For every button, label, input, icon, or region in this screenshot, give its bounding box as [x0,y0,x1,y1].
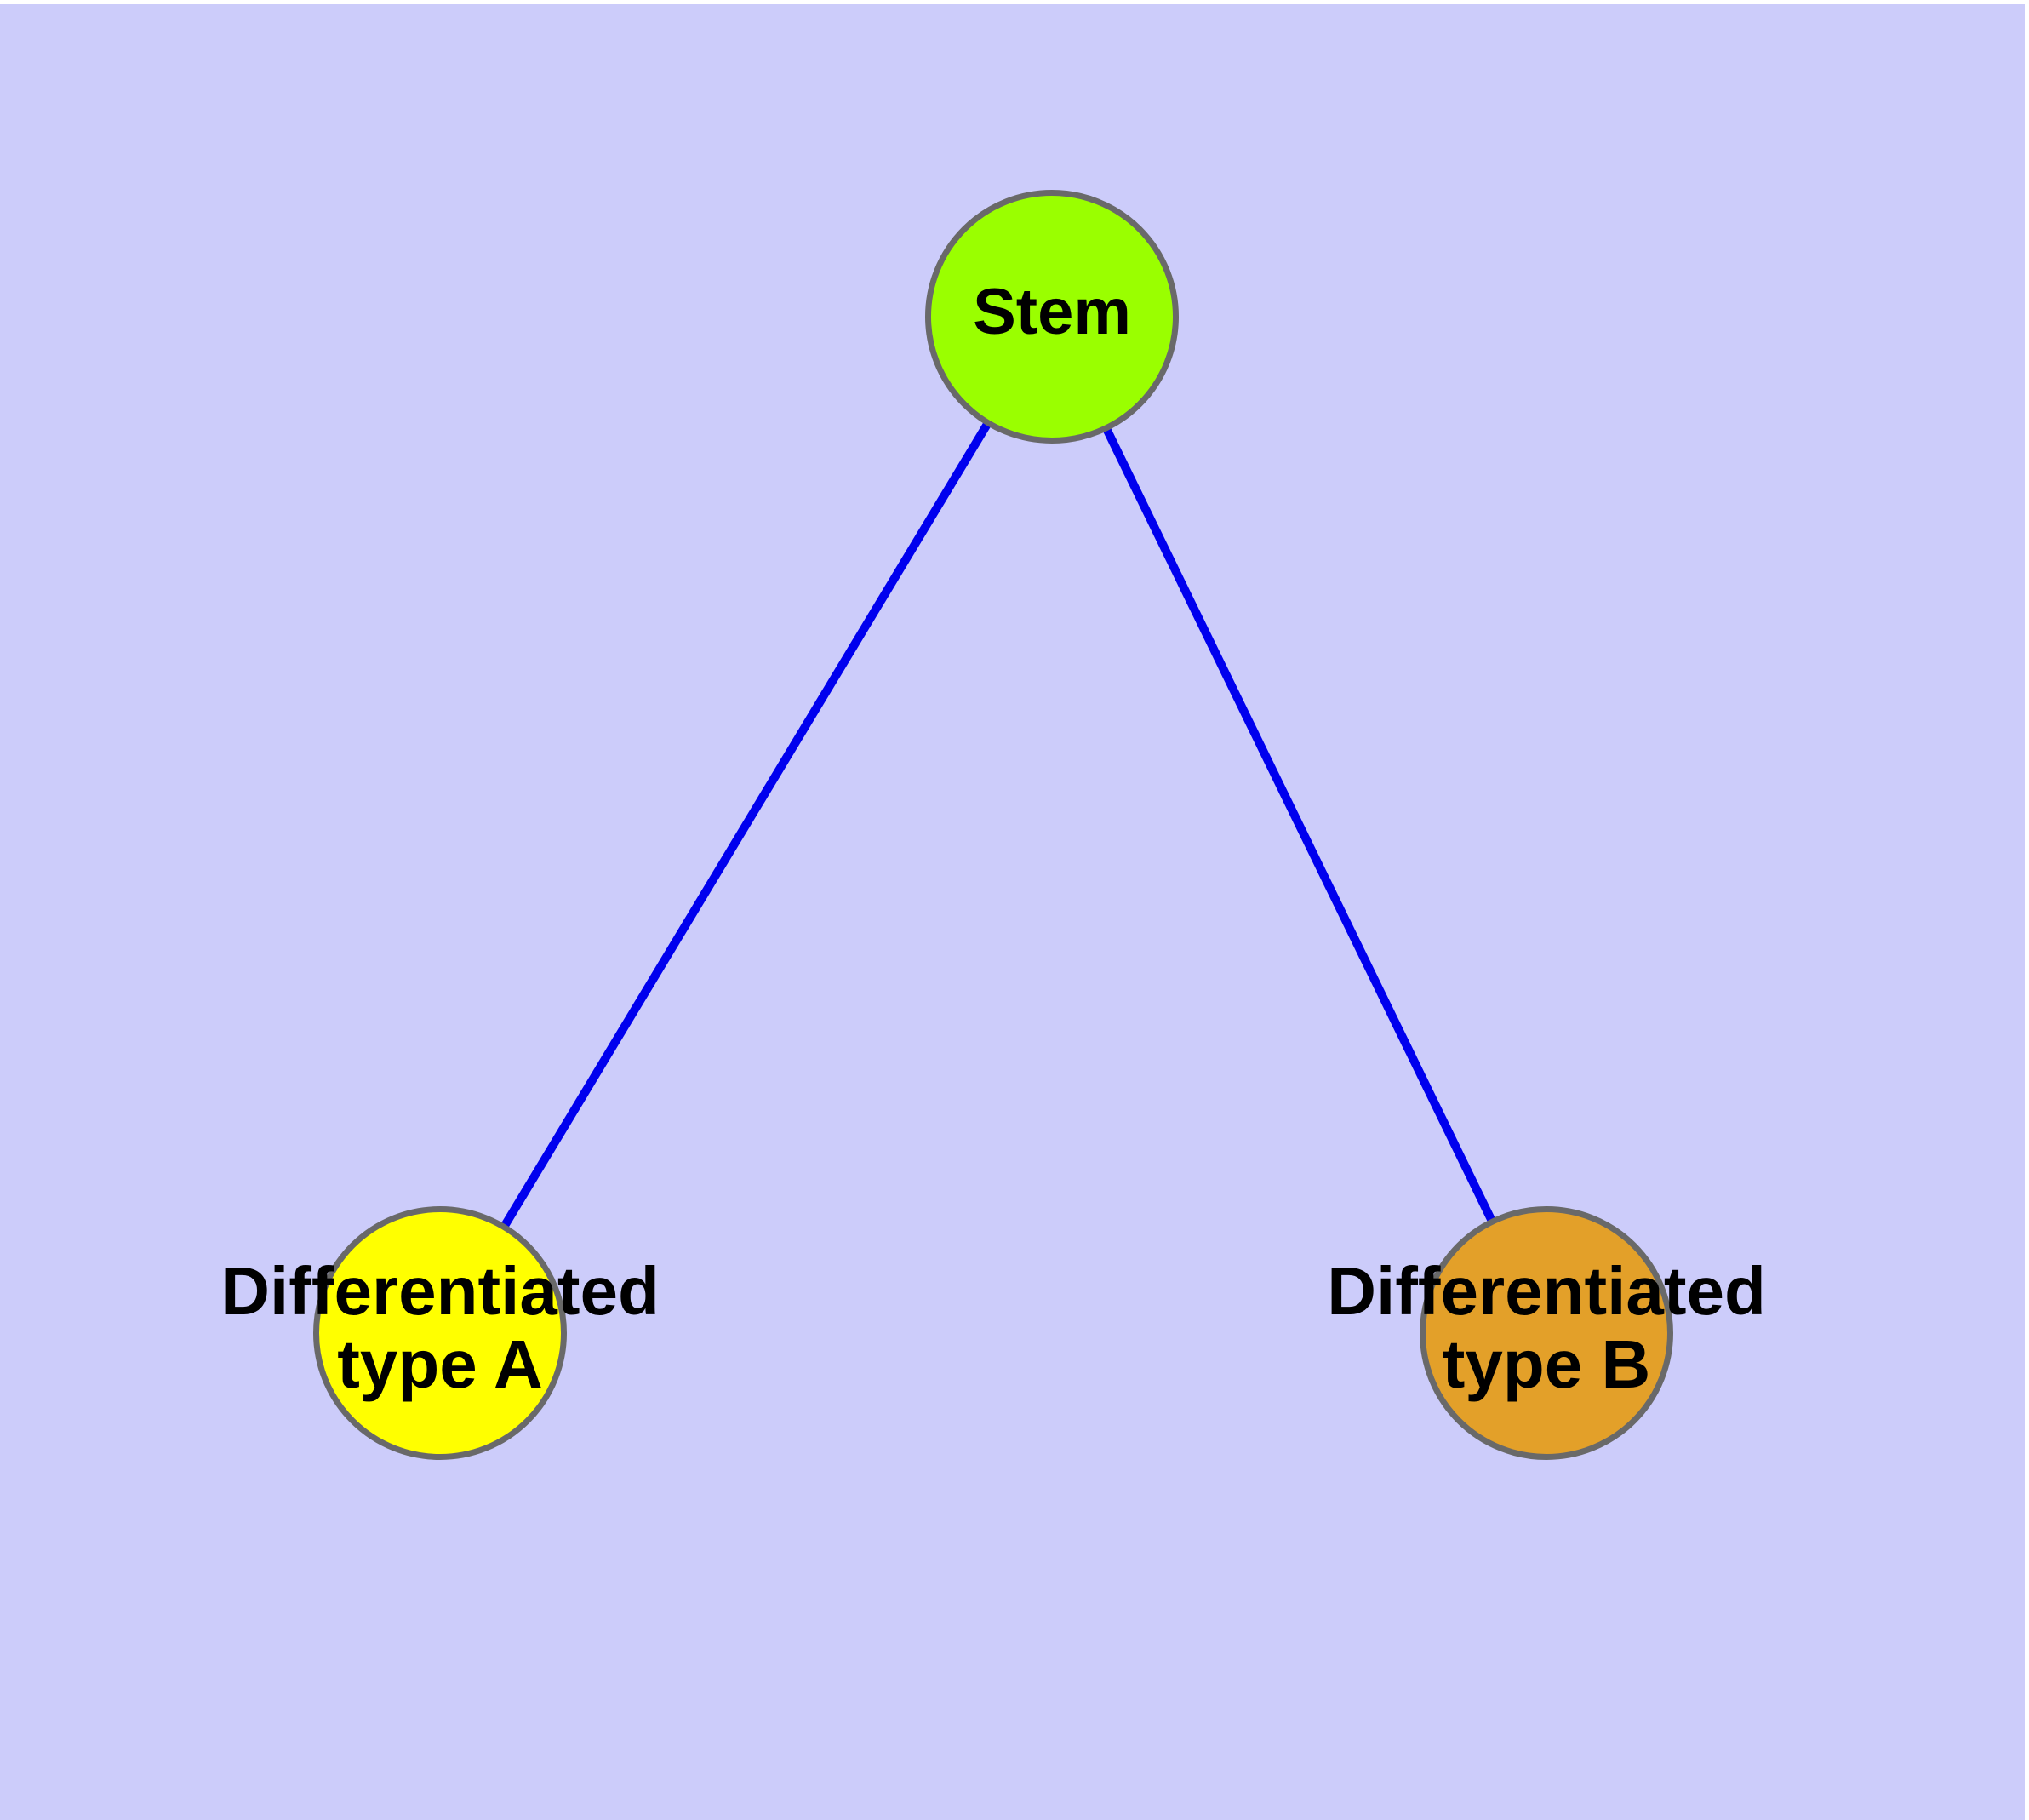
node-label-line: type A [337,1326,543,1402]
edges-layer [436,314,1551,1336]
nodes-layer [313,190,1673,1460]
node-diff_a[interactable] [313,1206,567,1460]
node-diff_b[interactable] [1420,1206,1673,1460]
node-stem[interactable] [925,190,1179,444]
edge-stem-diff-a[interactable] [436,314,1056,1336]
node-label-line: Stem [973,276,1131,348]
edge-stem-diff-b[interactable] [1048,314,1551,1336]
node-label-line: Differentiated [1327,1253,1766,1329]
node-label-line: type B [1443,1326,1651,1402]
node-label-line: Differentiated [220,1253,660,1329]
node-label-stem: Stem [973,276,1131,348]
